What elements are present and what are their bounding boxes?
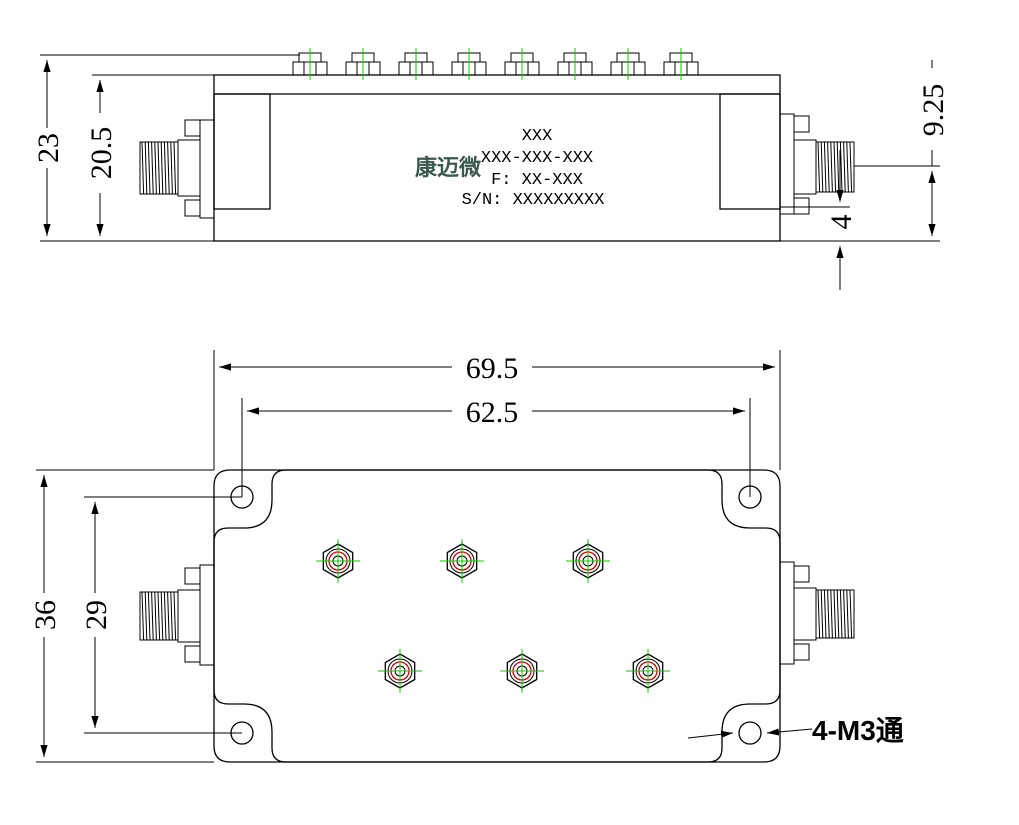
- sma-connector-right-top: [779, 561, 855, 665]
- tuning-screw-side: [345, 48, 381, 80]
- side-view: 康迈微 XXX XXX-XXX-XXX F: XX-XXX S/N: XXXXX…: [32, 48, 950, 290]
- tuning-screws-top: [316, 539, 670, 693]
- dim-height-total: 23: [32, 133, 65, 163]
- brand-logo: 康迈微: [415, 155, 481, 181]
- label-line-2: XXX-XXX-XXX: [481, 149, 593, 168]
- dim-height-body: 20.5: [85, 127, 118, 180]
- cover-plate: [213, 469, 781, 763]
- tuning-screw: [378, 649, 422, 693]
- tuning-screw-side: [398, 48, 434, 80]
- top-view: 69.5 62.5: [29, 350, 904, 763]
- sma-connector-left-side: [139, 119, 215, 219]
- hole-callout: 4-M3通: [812, 715, 904, 746]
- mounting-hole: [738, 721, 762, 745]
- label-line-1: XXX: [522, 127, 553, 146]
- tuning-screw-side: [504, 48, 540, 80]
- label-line-4: S/N: XXXXXXXXX: [462, 191, 605, 210]
- tuning-screw-side: [451, 48, 487, 80]
- tuning-screw-side: [292, 48, 328, 80]
- tuning-screw: [440, 539, 484, 583]
- dim-connector-offset: 9.25: [917, 84, 950, 137]
- mounting-hole: [738, 485, 762, 509]
- tuning-screw-side: [663, 48, 699, 80]
- dim-width-total: 69.5: [466, 352, 519, 385]
- label-line-3: F: XX-XXX: [491, 171, 583, 190]
- dim-connector-base: 4: [825, 215, 858, 230]
- tuning-screw: [566, 539, 610, 583]
- tuning-screw: [626, 649, 670, 693]
- tuning-screw: [500, 649, 544, 693]
- dim-depth-total: 36: [29, 600, 62, 630]
- tuning-screw: [316, 539, 360, 583]
- tuning-screw-side: [610, 48, 646, 80]
- mounting-holes: [230, 485, 762, 745]
- dim-hole-spacing-y: 29: [80, 600, 113, 630]
- sma-connector-left-top: [139, 564, 215, 666]
- sma-connector-right-side: [779, 113, 855, 215]
- dim-hole-spacing-x: 62.5: [466, 396, 519, 429]
- tuning-screw-side: [557, 48, 593, 80]
- top-outline: [213, 469, 781, 763]
- tuning-screws-side: [292, 48, 699, 80]
